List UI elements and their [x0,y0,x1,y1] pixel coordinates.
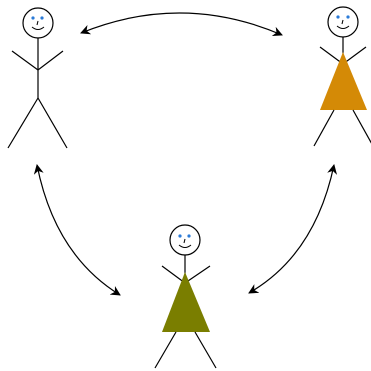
dress [320,52,367,110]
left-leg [154,331,177,369]
left-eye [336,15,340,19]
left-eye [31,16,35,20]
figure-bottom-center [154,224,217,369]
smile [31,26,45,30]
figure-top-right [313,6,371,147]
left-eye [178,234,182,238]
legs [313,109,335,147]
legs [7,96,68,149]
right-eye [187,234,191,238]
nose [183,238,186,244]
right-eye [40,16,44,20]
nose [341,19,344,25]
arrow-top-right-to-bottom [248,164,338,294]
figure-top-left [7,7,68,149]
nose [36,20,39,26]
arrow-top-left-to-top-right [80,12,283,37]
smile [336,25,350,29]
arms [11,50,64,71]
smile [178,244,192,248]
right-eye [346,15,350,19]
legs-right [352,109,371,144]
dress [162,272,210,332]
right-leg [194,331,217,369]
arrow-top-left-to-bottom [33,164,121,296]
